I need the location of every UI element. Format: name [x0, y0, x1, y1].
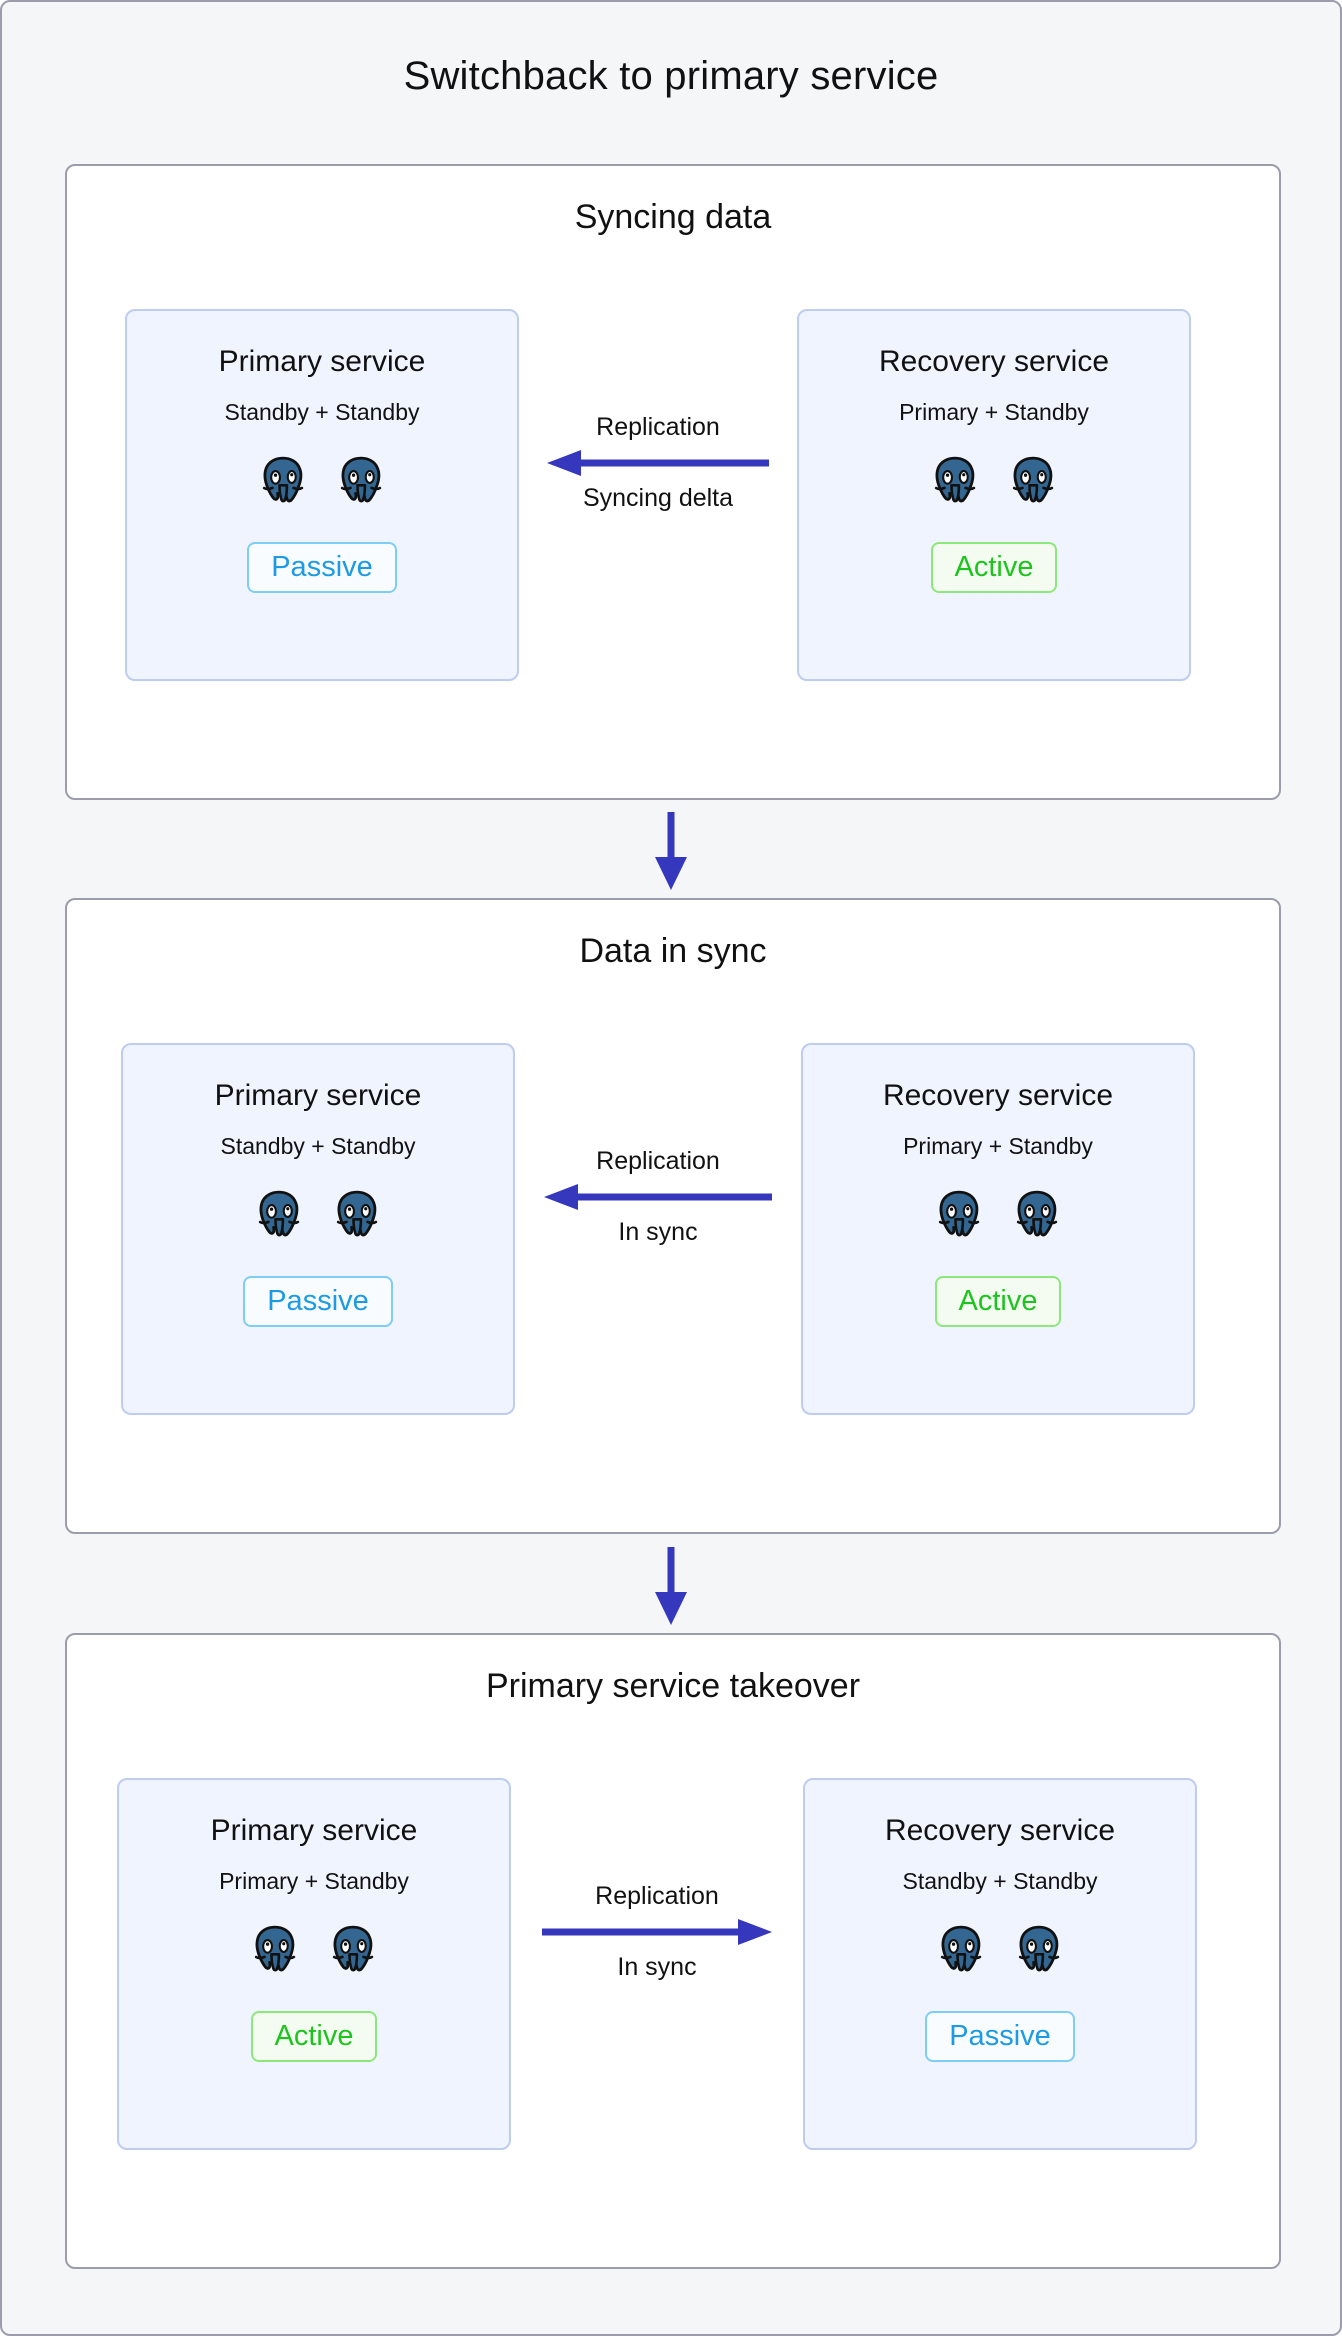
replication-link: Replication Syncing delta — [519, 413, 797, 513]
service-name: Recovery service — [882, 1079, 1114, 1112]
service-roles: Standby + Standby — [220, 1133, 416, 1159]
postgres-elephant-icon — [255, 452, 311, 508]
postgres-elephant-icon — [931, 1186, 987, 1242]
replication-label-bottom: Syncing delta — [582, 484, 734, 512]
service-nodes — [933, 1921, 1067, 1977]
postgres-elephant-icon — [927, 452, 983, 508]
service-roles: Standby + Standby — [224, 399, 420, 425]
replication-label-top: Replication — [595, 1882, 719, 1910]
postgres-elephant-icon — [933, 1921, 989, 1977]
postgres-elephant-icon — [333, 452, 389, 508]
service-name: Recovery service — [884, 1814, 1116, 1847]
postgres-elephant-icon — [325, 1921, 381, 1977]
arrow-left-icon — [544, 1184, 772, 1210]
service-nodes — [247, 1921, 381, 1977]
postgres-elephant-icon — [247, 1921, 303, 1977]
replication-label-top: Replication — [596, 413, 720, 441]
service-nodes — [255, 452, 389, 508]
status-badge: Passive — [925, 2011, 1075, 2062]
service-name: Primary service — [210, 1814, 418, 1847]
postgres-elephant-icon — [251, 1186, 307, 1242]
service-roles: Primary + Standby — [219, 1868, 409, 1894]
service-card-recovery: Recovery service Primary + Standby — [797, 309, 1191, 681]
down-arrow-icon — [655, 1547, 687, 1625]
stage-panel-syncing-data: Syncing data Primary service Standby + S… — [65, 164, 1281, 800]
service-roles: Primary + Standby — [899, 399, 1089, 425]
status-badge: Passive — [243, 1276, 393, 1327]
service-card-primary: Primary service Primary + Standby — [117, 1778, 511, 2150]
service-nodes — [251, 1186, 385, 1242]
stage-title: Syncing data — [574, 198, 772, 236]
service-card-primary: Primary service Standby + Standby — [125, 309, 519, 681]
stage-title: Data in sync — [579, 932, 767, 970]
service-roles: Primary + Standby — [903, 1133, 1093, 1159]
postgres-elephant-icon — [1005, 452, 1061, 508]
service-name: Primary service — [218, 345, 426, 378]
replication-label-bottom: In sync — [617, 1953, 697, 1981]
service-roles: Standby + Standby — [902, 1868, 1098, 1894]
stage-panel-data-in-sync: Data in sync Primary service Standby + S… — [65, 898, 1281, 1534]
status-badge: Active — [250, 2011, 378, 2062]
replication-link: Replication In sync — [511, 1882, 803, 1982]
replication-link: Replication In sync — [515, 1147, 801, 1247]
service-card-recovery: Recovery service Standby + Standby — [803, 1778, 1197, 2150]
replication-label-bottom: In sync — [618, 1218, 698, 1246]
status-badge: Active — [930, 542, 1058, 593]
service-nodes — [927, 452, 1061, 508]
stage-panel-primary-takeover: Primary service takeover Primary service… — [65, 1633, 1281, 2269]
postgres-elephant-icon — [329, 1186, 385, 1242]
replication-label-top: Replication — [596, 1147, 720, 1175]
down-arrow-icon — [655, 812, 687, 890]
postgres-elephant-icon — [1009, 1186, 1065, 1242]
arrow-right-icon — [542, 1919, 772, 1945]
service-name: Primary service — [214, 1079, 422, 1112]
page-title: Switchback to primary service — [403, 54, 939, 98]
arrow-left-icon — [547, 450, 769, 476]
service-nodes — [931, 1186, 1065, 1242]
status-badge: Active — [934, 1276, 1062, 1327]
postgres-elephant-icon — [1011, 1921, 1067, 1977]
status-badge: Passive — [247, 542, 397, 593]
service-card-recovery: Recovery service Primary + Standby — [801, 1043, 1195, 1415]
service-card-primary: Primary service Standby + Standby — [121, 1043, 515, 1415]
service-name: Recovery service — [878, 345, 1110, 378]
stage-title: Primary service takeover — [485, 1667, 861, 1705]
